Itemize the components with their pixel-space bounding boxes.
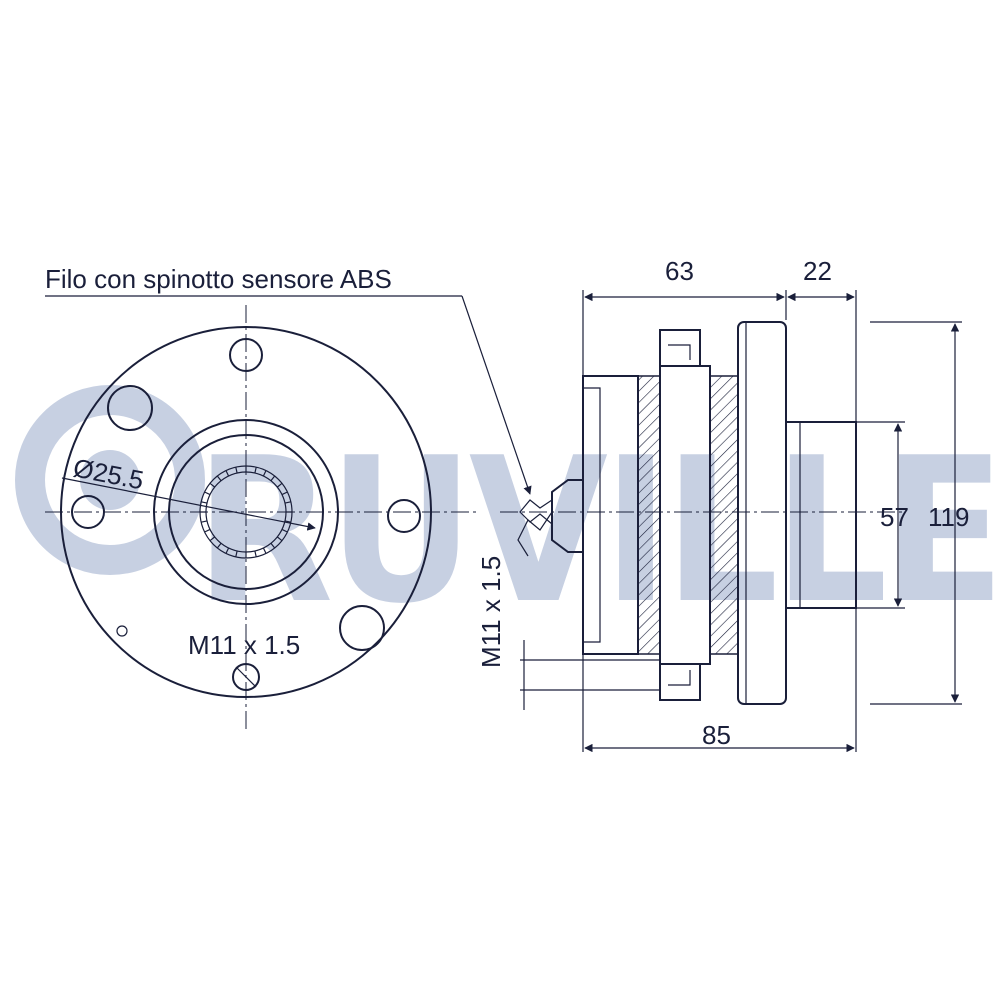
bolt-hole-top <box>229 338 263 372</box>
abs-leader <box>461 295 532 495</box>
ruville-logo-watermark: RUVILLE <box>15 385 1000 648</box>
abs-callout: Filo con spinotto sensore ABS <box>45 264 532 495</box>
dim-22-value: 22 <box>803 256 832 286</box>
bolt-hole-left <box>71 495 105 529</box>
small-hole <box>116 625 128 637</box>
bolt-hole-bottom <box>232 663 260 691</box>
mounting-ear-bottom-detail <box>668 670 691 686</box>
mounting-ear-top <box>659 329 701 366</box>
hub-collar-outer <box>153 419 339 605</box>
watermark-logo-core <box>80 450 140 510</box>
dimensions: 63 22 85 57 119 M11 x 1.5 <box>476 256 969 753</box>
bolt-hole-bottom-mark <box>235 666 257 688</box>
abs-sensor-wire <box>519 499 553 525</box>
hub-collar-inner <box>168 434 324 590</box>
bore-diameter-leader <box>61 477 316 531</box>
front-view: Ø25.5 M11 x 1.5 <box>45 305 480 730</box>
watermark-brand-text: RUVILLE <box>195 415 1000 648</box>
abs-sensor-wire-2 <box>517 511 553 557</box>
dim-85-value: 85 <box>702 720 731 750</box>
side-view <box>500 321 905 705</box>
spline-teeth <box>200 466 292 558</box>
abs-sensor-plug <box>551 479 583 553</box>
abs-sensor-label: Filo con spinotto sensore ABS <box>45 264 392 294</box>
flange-outline <box>60 326 432 698</box>
side-thread-label: M11 x 1.5 <box>476 556 506 668</box>
bolt-hole-right <box>387 499 421 533</box>
mounting-ear-bottom <box>659 664 701 701</box>
dim-119-value: 119 <box>928 502 969 532</box>
dim-63-value: 63 <box>665 256 694 286</box>
dim-57-value: 57 <box>880 502 909 532</box>
spline-tooth-lines <box>200 466 292 558</box>
mounting-ear-top-detail <box>668 344 691 360</box>
lightening-hole-upper-left <box>107 385 153 431</box>
outer-race <box>709 375 739 655</box>
front-thread-label: M11 x 1.5 <box>188 630 300 660</box>
bearing-housing-step <box>583 387 601 643</box>
lightening-hole-lower-right <box>339 605 385 651</box>
seal-ring <box>637 375 661 655</box>
